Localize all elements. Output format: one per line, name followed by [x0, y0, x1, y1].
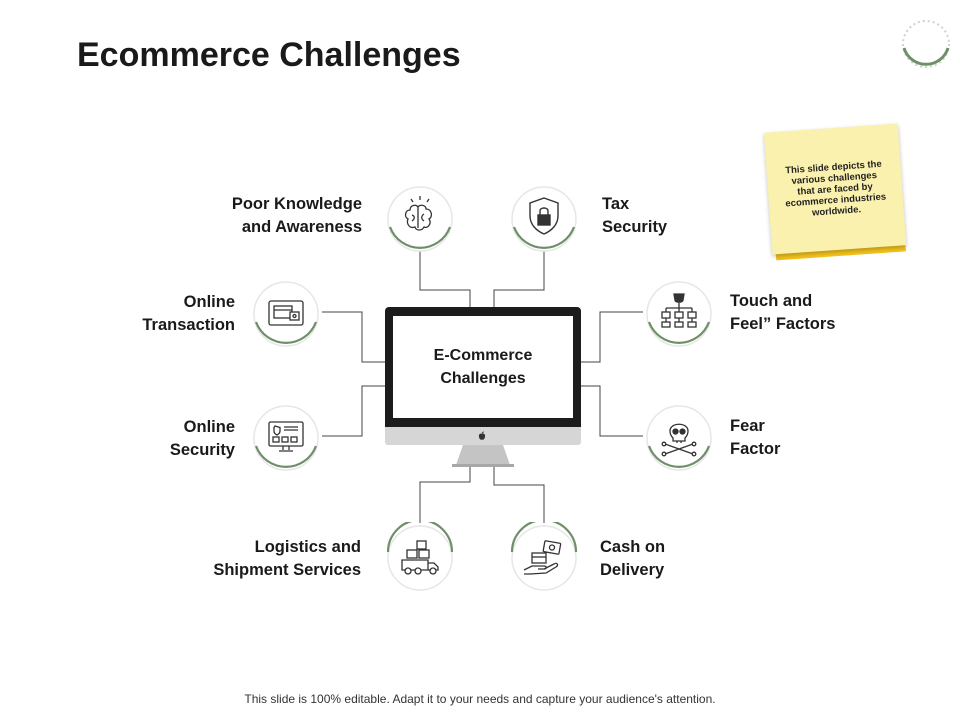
skull-crossbones-icon: [661, 423, 697, 457]
monitor-screen: E-Commerce Challenges: [393, 316, 573, 418]
monitor-stand: [452, 445, 514, 467]
center-label: E-Commerce Challenges: [434, 344, 533, 390]
shield-lock-icon: [529, 197, 559, 235]
label-touch-feel: Touch and Feel” Factors: [730, 290, 835, 336]
label-fear-factor: Fear Factor: [730, 415, 780, 461]
connector-tax-security: [493, 250, 545, 307]
connector-online-security: [322, 385, 385, 437]
label-line: Factor: [730, 440, 781, 458]
monitor-frame: E-Commerce Challenges: [385, 307, 581, 427]
label-line: Tax: [602, 195, 630, 213]
circle-logistics: [386, 522, 454, 591]
label-line: Delivery: [600, 561, 665, 579]
center-label-line-1: E-Commerce: [433, 347, 533, 364]
circle-online-security: [253, 405, 319, 471]
label-poor-knowledge: Poor Knowledge and Awareness: [190, 193, 362, 239]
connector-cash-delivery: [493, 467, 545, 523]
label-line: Cash on: [600, 538, 666, 556]
apple-logo-icon: [478, 431, 486, 440]
label-line: Poor Knowledge: [231, 195, 362, 213]
label-line: Online: [183, 418, 235, 436]
label-line: Transaction: [142, 316, 235, 334]
connector-poor-knowledge: [419, 250, 471, 307]
label-line: Feel” Factors: [730, 315, 836, 333]
label-tax-security: Tax Security: [602, 193, 667, 239]
connector-online-transaction: [322, 311, 385, 363]
circle-touch-feel: [646, 281, 712, 347]
circle-cash-delivery: [510, 522, 578, 591]
label-line: and Awareness: [241, 218, 362, 236]
label-logistics: Logistics and Shipment Services: [170, 536, 361, 582]
label-line: Touch and: [730, 292, 813, 310]
card-payment-icon: [268, 300, 304, 326]
corner-ring-decoration: [902, 20, 950, 68]
delivery-truck-icon: [401, 540, 439, 575]
central-monitor: E-Commerce Challenges: [385, 307, 581, 467]
label-line: Security: [602, 218, 668, 236]
brain-lightbulb-icon: [404, 196, 433, 231]
circle-fear-factor: [646, 405, 712, 471]
label-line: Shipment Services: [213, 561, 361, 579]
secure-monitor-icon: [268, 421, 304, 452]
circle-tax-security: [511, 186, 577, 252]
label-line: Security: [169, 441, 235, 459]
slide-title: Ecommerce Challenges: [77, 36, 461, 74]
label-line: Online: [183, 293, 235, 311]
connector-fear-factor: [581, 385, 643, 437]
center-label-line-2: Challenges: [440, 370, 526, 387]
cash-hand-icon: [523, 540, 562, 575]
circle-online-transaction: [253, 281, 319, 347]
slide-footer: This slide is 100% editable. Adapt it to…: [244, 692, 716, 706]
label-online-transaction: Online Transaction: [95, 291, 235, 337]
label-line: Fear: [730, 417, 765, 435]
connector-logistics: [419, 467, 471, 523]
label-cash-delivery: Cash on Delivery: [600, 536, 665, 582]
label-online-security: Online Security: [95, 416, 235, 462]
connector-touch-feel: [581, 311, 643, 363]
label-line: Logistics and: [254, 538, 361, 556]
hierarchy-icon: [661, 293, 697, 328]
circle-poor-knowledge: [387, 186, 453, 252]
